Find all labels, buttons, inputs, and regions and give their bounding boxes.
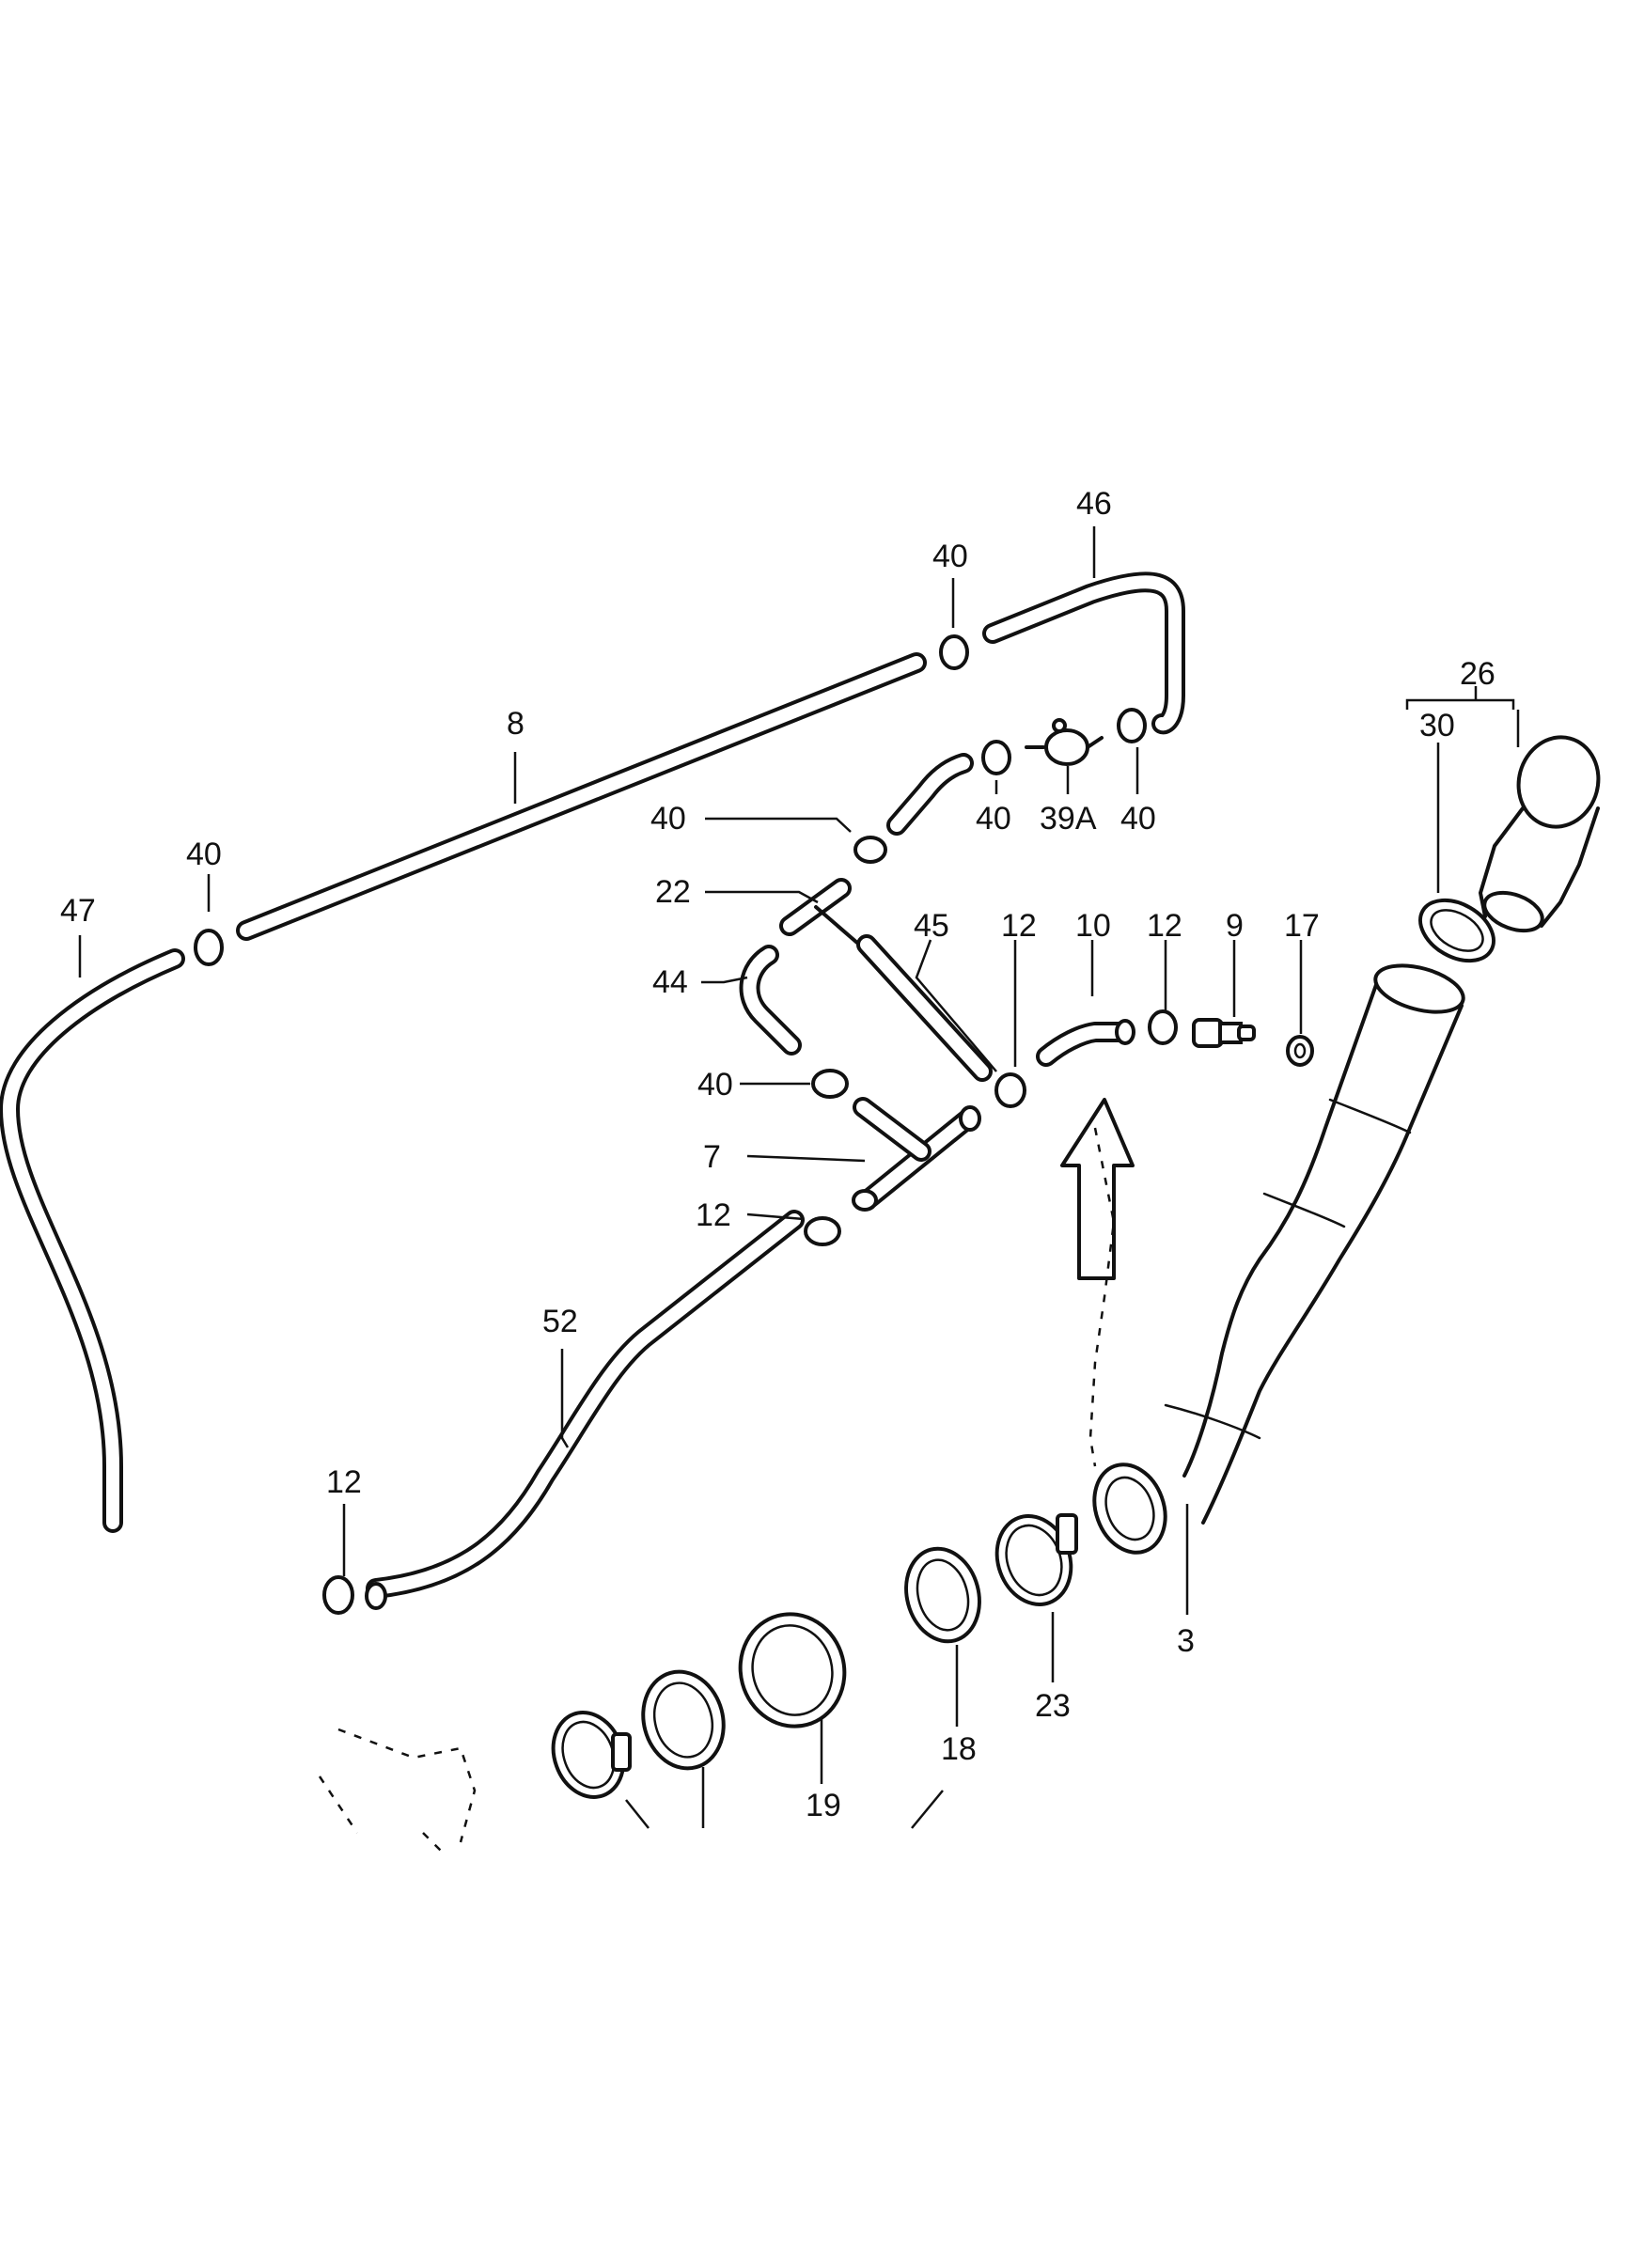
label-40-c: 40 <box>650 801 686 837</box>
label-44: 44 <box>652 964 688 1000</box>
label-18: 18 <box>941 1731 977 1767</box>
sleeve-lower <box>641 1669 726 1771</box>
label-26: 26 <box>1460 656 1495 692</box>
clamp-40-left <box>194 929 224 966</box>
label-40-d: 40 <box>697 1067 733 1103</box>
direction-arrow <box>1060 1098 1135 1280</box>
hose-52 <box>365 1210 805 1610</box>
label-8: 8 <box>507 706 525 742</box>
label-45: 45 <box>914 908 949 944</box>
dashed-line-a <box>1088 1127 1116 1467</box>
connector-7 <box>852 1097 981 1212</box>
label-52: 52 <box>542 1304 578 1339</box>
label-12-b: 12 <box>1147 908 1182 944</box>
clamp-23 <box>994 1513 1078 1606</box>
label-40-top: 40 <box>932 539 968 574</box>
label-40-a: 40 <box>976 801 1011 837</box>
fitting-9 <box>1192 1018 1256 1048</box>
hose-8 <box>236 652 927 941</box>
label-3: 3 <box>1177 1623 1195 1659</box>
clamp-12-d <box>322 1575 354 1615</box>
hose-46 <box>982 571 1185 735</box>
label-46: 46 <box>1076 486 1112 522</box>
clamp-40-c <box>853 836 887 864</box>
valve-39a <box>1025 718 1104 766</box>
seal-30 <box>1418 898 1495 963</box>
clamp-12-a <box>994 1072 1026 1108</box>
clamp-40-b <box>1117 708 1147 743</box>
clamp-lower <box>551 1711 632 1799</box>
clamp-40-a <box>981 740 1011 775</box>
label-7: 7 <box>703 1139 721 1175</box>
t-piece-22 <box>779 878 867 951</box>
label-12-a: 12 <box>1001 908 1037 944</box>
hose-10 <box>1036 1019 1135 1067</box>
hose-45 <box>856 934 993 1082</box>
label-10: 10 <box>1075 908 1111 944</box>
label-22: 22 <box>655 874 691 910</box>
sleeve-19 <box>738 1612 847 1728</box>
label-23: 23 <box>1035 1688 1071 1724</box>
label-9: 9 <box>1226 908 1244 944</box>
hose-44 <box>739 945 802 1056</box>
hose-47 <box>0 948 185 1533</box>
filler-neck-3 <box>1092 963 1465 1615</box>
dashed-line-c <box>318 1775 359 1834</box>
label-12-c: 12 <box>696 1197 731 1233</box>
clamp-12-b <box>1148 1009 1178 1045</box>
filler-cap-26 <box>1479 735 1601 933</box>
dashed-line-d <box>422 1832 443 1853</box>
clamp-40-d <box>811 1069 849 1099</box>
label-39a: 39A <box>1040 801 1097 837</box>
label-30: 30 <box>1419 708 1455 743</box>
clamp-40-top <box>939 634 969 670</box>
washer-17 <box>1286 1035 1314 1067</box>
dashed-line-b <box>337 1728 477 1843</box>
label-47: 47 <box>60 893 96 929</box>
label-40-b: 40 <box>1120 801 1156 837</box>
sleeve-18 <box>904 1546 981 1644</box>
hose-small <box>886 753 974 836</box>
label-19: 19 <box>806 1788 841 1823</box>
label-40-left: 40 <box>186 837 222 872</box>
label-12-d: 12 <box>326 1464 362 1500</box>
label-17: 17 <box>1284 908 1320 944</box>
clamp-12-c <box>804 1216 841 1246</box>
